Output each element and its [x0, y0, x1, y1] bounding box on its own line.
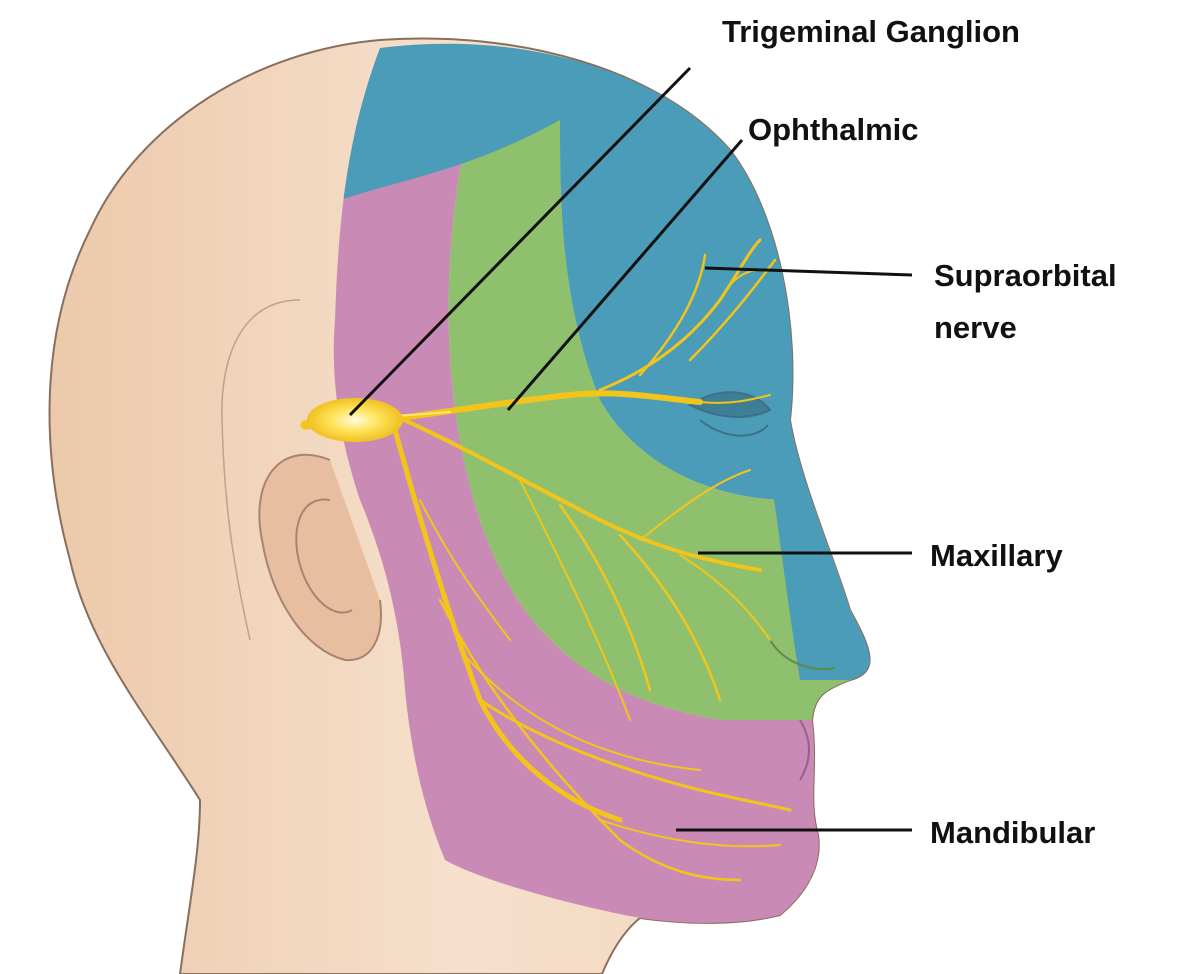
label-ophthalmic: Ophthalmic — [748, 112, 919, 147]
label-mandibular: Mandibular — [930, 815, 1095, 850]
label-trigeminal-ganglion: Trigeminal Ganglion — [722, 14, 1020, 49]
label-maxillary: Maxillary — [930, 538, 1063, 573]
trigeminal-ganglion — [307, 398, 403, 442]
label-supraorbital-nerve: nerve — [934, 310, 1017, 345]
label-supraorbital: Supraorbital — [934, 258, 1117, 293]
